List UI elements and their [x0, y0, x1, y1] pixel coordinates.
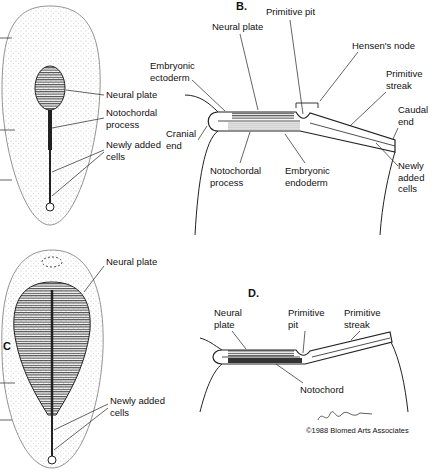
leader-lines [54, 266, 108, 450]
sagittal-section-b-stroke [232, 112, 294, 120]
structure-label: Primitive pit [266, 6, 315, 18]
leader-lines-stroke [393, 128, 398, 139]
sagittal-section-b-stroke [218, 121, 300, 122]
embryo-dorsal-view-c [0, 250, 108, 468]
embryo-dorsal-view-c-stroke [14, 282, 90, 415]
artist-signature [318, 412, 372, 420]
structure-label: Neural plate [214, 307, 256, 330]
structure-label: Neural plate [106, 89, 176, 101]
structure-label: Primitive pit [288, 307, 334, 330]
leader-lines-stroke [303, 331, 305, 353]
sagittal-section-d-stroke [228, 350, 294, 357]
leader-lines-stroke [192, 80, 225, 111]
leader-lines-stroke [84, 266, 104, 292]
leader-lines [52, 90, 104, 196]
embryo-dorsal-view-c-stroke [48, 456, 56, 464]
sagittal-section-d-stroke [312, 338, 390, 357]
structure-label: Neural plate [212, 21, 263, 33]
embryo-dorsal-view-c-stroke [51, 290, 54, 415]
embryo-dorsal-view-a-stroke [0, 38, 12, 39]
structure-label: Primitive streak [344, 307, 400, 330]
sagittal-section-b-stroke [228, 122, 300, 130]
sagittal-section-d-stroke [228, 358, 302, 363]
sagittal-section-d-stroke [222, 357, 300, 358]
leader-lines-stroke [232, 331, 246, 349]
embryo-dorsal-view-a-stroke [49, 150, 51, 203]
embryo-dorsal-view-a-stroke [35, 66, 65, 110]
sagittal-section-d [200, 331, 408, 412]
leader-lines-stroke [276, 364, 303, 383]
panel-letter: C [3, 340, 11, 353]
structure-label: Embryonic ectoderm [150, 60, 210, 83]
leader-lines-stroke [54, 408, 108, 450]
structure-label: Newly added cells [106, 139, 168, 162]
leader-lines-stroke [240, 34, 258, 110]
leader-lines-stroke [351, 331, 360, 340]
leader-lines-stroke [54, 404, 108, 430]
leader-lines-stroke [285, 134, 305, 163]
sagittal-section-b-stroke [310, 123, 395, 146]
structure-label: Embryonic endoderm [285, 165, 347, 188]
leader-lines-stroke [240, 132, 250, 163]
structure-label: Notochordal process [210, 165, 272, 188]
leader-lines-stroke [350, 92, 386, 126]
sagittal-section-b-stroke [380, 152, 395, 235]
embryo-dorsal-view-a [0, 6, 104, 225]
structure-label: Neural plate [106, 256, 186, 268]
structure-label: Primitive streak [386, 68, 442, 91]
panel-letter: B. [236, 0, 247, 13]
embryo-dorsal-view-c-stroke [2, 250, 103, 468]
sagittal-section-b [185, 20, 398, 235]
panel-letter: D. [248, 287, 259, 300]
structure-label: Hensen's node [352, 40, 415, 52]
sagittal-section-b-stroke [296, 103, 318, 108]
sagittal-section-b-stroke [185, 95, 218, 112]
leader-lines-stroke [290, 20, 303, 114]
structure-label: Notochord [300, 384, 344, 396]
structure-label: Newly added cells [110, 395, 172, 418]
sagittal-section-d-stroke [200, 338, 222, 350]
sagittal-section-d-stroke [391, 342, 408, 412]
sagittal-section-d-stroke [213, 332, 392, 364]
sagittal-section-b-stroke [208, 112, 395, 152]
leader-lines-stroke [52, 150, 104, 172]
embryo-dorsal-view-c-stroke [0, 383, 15, 384]
embryo-dorsal-view-a-stroke [46, 203, 54, 211]
embryo-dorsal-view-a-stroke [0, 130, 15, 131]
copyright-note: ©1988 Biomed Arts Associates [306, 426, 409, 435]
leader-lines-stroke [52, 152, 104, 196]
embryo-dorsal-view-c-stroke [0, 420, 12, 421]
embryo-dorsal-view-a-stroke [2, 6, 100, 225]
embryo-dorsal-view-c-stroke [42, 257, 62, 267]
structure-label: Newly added cells [398, 160, 443, 195]
leader-lines-stroke [66, 90, 104, 95]
leader-lines-stroke [198, 126, 207, 140]
structure-label: Notochordal process [106, 107, 176, 130]
embryo-dorsal-view-a-stroke [48, 110, 52, 150]
embryo-dorsal-view-a-stroke [0, 180, 12, 181]
leader-lines [232, 331, 360, 383]
structure-label: Caudal end [398, 104, 442, 127]
sagittal-section-d-stroke [200, 364, 222, 412]
leader-lines-stroke [376, 143, 398, 166]
structure-label: Cranial end [166, 128, 202, 151]
leader-lines-stroke [320, 52, 358, 101]
embryo-dorsal-view-c-stroke [51, 415, 53, 456]
leader-lines-stroke [52, 118, 104, 128]
